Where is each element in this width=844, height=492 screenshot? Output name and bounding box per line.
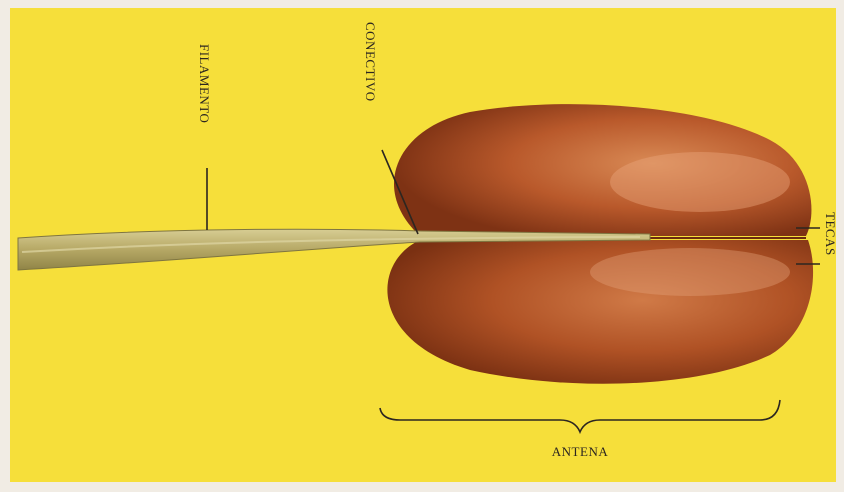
thecae-label: TECAS [823, 212, 838, 256]
theca-lower-highlight [590, 248, 790, 296]
anther-label: ANTENA [552, 444, 609, 459]
theca-upper-highlight [610, 152, 790, 212]
connective-label: CONECTIVO [363, 22, 378, 102]
filament-label: FILAMENTO [197, 44, 212, 123]
